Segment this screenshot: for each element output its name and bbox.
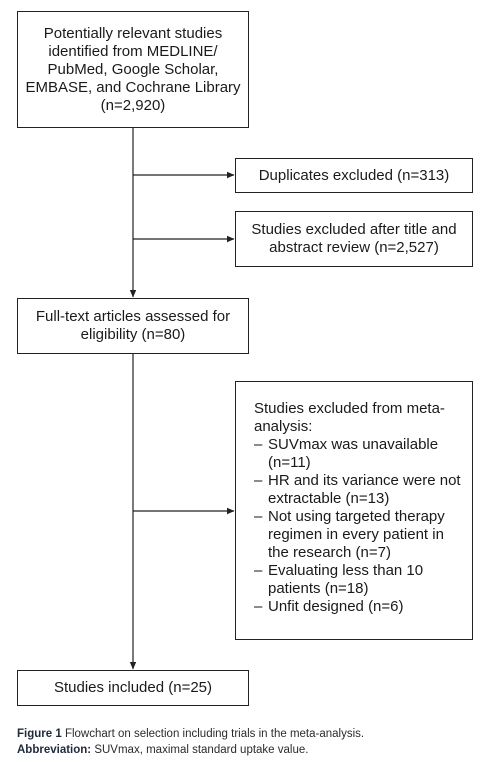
title-abstract-text: Studies excluded after title and abstrac… (251, 221, 457, 256)
list-item: Evaluating less than 10 patients (n=18) (254, 562, 462, 598)
meta-analysis-excluded-box: Studies excluded from meta-analysis: SUV… (235, 381, 473, 640)
abbreviation-label: Abbreviation: (17, 744, 92, 756)
identified-text: Potentially relevant studies identified … (25, 24, 241, 114)
included-text: Studies included (n=25) (53, 679, 213, 696)
list-item: Unfit designed (n=6) (254, 598, 462, 616)
excluded-reasons-list: SUVmax was unavailable (n=11) HR and its… (254, 436, 462, 616)
duplicates-text: Duplicates excluded (n=313) (258, 166, 450, 184)
fulltext-box: Full-text articles assessed for eligibil… (17, 298, 249, 354)
abbreviation-text: SUVmax, maximal standard uptake value. (94, 744, 309, 756)
list-item: Not using targeted therapy regimen in ev… (254, 508, 462, 562)
list-item: SUVmax was unavailable (n=11) (254, 436, 462, 472)
identified-box: Potentially relevant studies identified … (17, 11, 249, 128)
figure-text: Flowchart on selection including trials … (64, 728, 365, 740)
list-item: HR and its variance were not extractable… (254, 472, 462, 508)
figure-caption: Figure 1 Flowchart on selection includin… (17, 726, 477, 758)
title-abstract-excluded-box: Studies excluded after title and abstrac… (235, 211, 473, 267)
included-box: Studies included (n=25) (17, 670, 249, 706)
caption-line-2: Abbreviation: SUVmax, maximal standard u… (17, 742, 477, 758)
excluded-heading: Studies excluded from meta-analysis: (254, 400, 445, 435)
caption-line-1: Figure 1 Flowchart on selection includin… (17, 726, 477, 742)
fulltext-text: Full-text articles assessed for eligibil… (35, 308, 231, 343)
duplicates-box: Duplicates excluded (n=313) (235, 158, 473, 193)
figure-label: Figure 1 (17, 728, 62, 740)
